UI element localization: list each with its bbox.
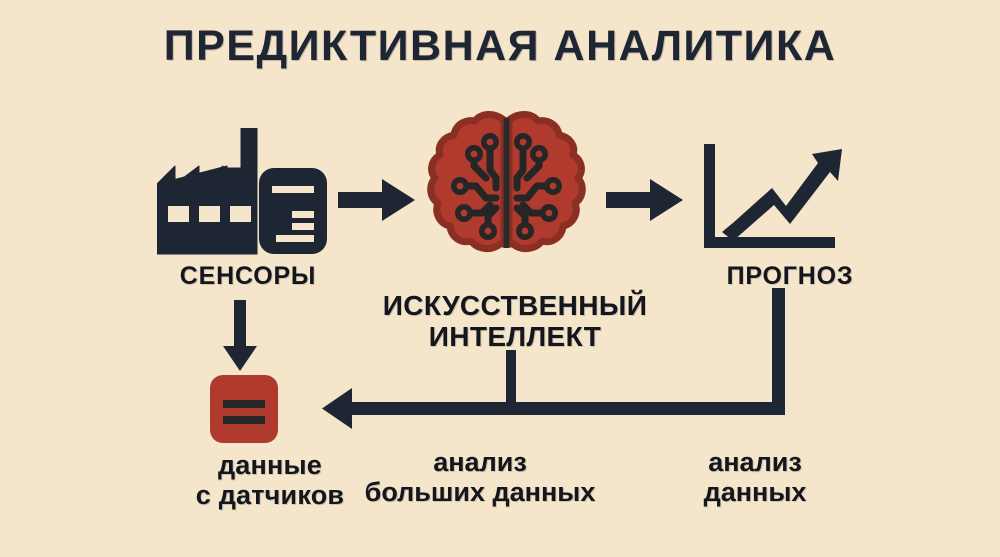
label-big-data-analysis: анализ больших данных	[340, 447, 620, 507]
label-big-data-line1: анализ	[433, 447, 527, 477]
arrow-sensors-to-ai	[338, 178, 416, 222]
label-ai-line1: ИСКУССТВЕННЫЙ	[382, 290, 648, 321]
equals-data-icon	[209, 374, 279, 444]
label-data-analysis: анализ данных	[640, 447, 870, 507]
factory-icon	[156, 127, 277, 258]
label-forecast: ПРОГНОЗ	[726, 262, 854, 290]
brain-circuit-icon	[424, 108, 589, 273]
arrow-sensors-to-data	[222, 300, 258, 372]
label-analysis-line1: анализ	[708, 447, 802, 477]
label-analysis-line2: данных	[703, 477, 807, 508]
arrow-ai-to-forecast	[606, 178, 684, 222]
label-sensors: СЕНСОРЫ	[179, 262, 317, 290]
feedback-loop-arrow	[320, 288, 810, 433]
document-icon	[258, 167, 328, 255]
rising-chart-arrow-icon	[700, 140, 855, 260]
page-title: ПРЕДИКТИВНАЯ АНАЛИТИКА	[163, 22, 837, 70]
label-sensor-data-line2: с датчиков	[195, 480, 345, 511]
label-artificial-intelligence: ИСКУССТВЕННЫЙ ИНТЕЛЛЕКТ	[350, 290, 680, 353]
label-sensor-data-line1: данные	[217, 450, 323, 480]
label-ai-line2: ИНТЕЛЛЕКТ	[428, 321, 602, 353]
label-sensor-data: данные с датчиков	[150, 450, 390, 510]
label-big-data-line2: больших данных	[364, 477, 596, 508]
